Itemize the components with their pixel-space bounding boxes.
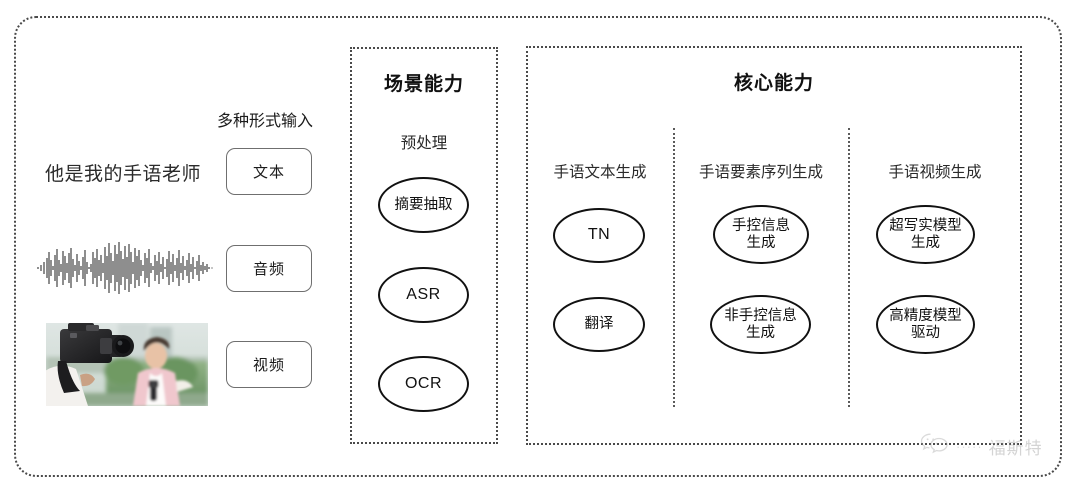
core-column-heading-video-generation: 手语视频生成 bbox=[888, 164, 982, 181]
watermark-leader-dots: ····· bbox=[956, 439, 983, 454]
scene-column-heading-preprocess: 预处理 bbox=[400, 135, 448, 152]
node-ocr[interactable]: OCR bbox=[378, 356, 469, 412]
node-tn-label: TN bbox=[587, 226, 611, 244]
video-thumbnail bbox=[46, 323, 208, 406]
outer-frame bbox=[14, 16, 1062, 477]
input-pill-video-label: 视频 bbox=[252, 357, 285, 374]
watermark-text: 福斯特 bbox=[988, 439, 1043, 458]
node-abstract-extraction[interactable]: 摘要抽取 bbox=[378, 177, 469, 233]
input-caption: 多种形式输入 bbox=[217, 113, 314, 130]
core-column-heading-text-generation: 手语文本生成 bbox=[553, 164, 647, 181]
core-divider-2 bbox=[848, 128, 850, 407]
node-asr-label: ASR bbox=[406, 285, 441, 303]
node-manual-signal-generation-label: 手控信息生成 bbox=[732, 217, 790, 251]
input-pill-text-label: 文本 bbox=[252, 164, 285, 181]
audio-waveform bbox=[36, 240, 216, 296]
core-capability-box: 核心能力 bbox=[526, 46, 1022, 445]
input-pill-text[interactable]: 文本 bbox=[226, 148, 312, 195]
wechat-logo-icon bbox=[920, 432, 950, 461]
node-nonmanual-signal-generation[interactable]: 非手控信息生成 bbox=[710, 295, 811, 354]
node-photoreal-model-generation[interactable]: 超写实模型生成 bbox=[876, 205, 975, 264]
node-translation-label: 翻译 bbox=[584, 316, 614, 333]
node-high-precision-model-drive-label: 高精度模型驱动 bbox=[889, 307, 962, 341]
input-pill-audio-label: 音频 bbox=[252, 261, 285, 278]
node-nonmanual-signal-generation-label: 非手控信息生成 bbox=[724, 307, 797, 341]
node-photoreal-model-generation-label: 超写实模型生成 bbox=[889, 217, 962, 251]
scene-capability-title: 场景能力 bbox=[383, 74, 464, 95]
node-tn[interactable]: TN bbox=[553, 208, 645, 263]
scene-capability-box: 场景能力 预处理 bbox=[350, 47, 498, 444]
node-abstract-extraction-label: 摘要抽取 bbox=[394, 196, 453, 213]
input-pill-video[interactable]: 视频 bbox=[226, 341, 312, 388]
watermark: ····· 福斯特 bbox=[920, 432, 1043, 461]
node-manual-signal-generation[interactable]: 手控信息生成 bbox=[713, 205, 809, 264]
node-high-precision-model-drive[interactable]: 高精度模型驱动 bbox=[876, 295, 975, 354]
input-pill-audio[interactable]: 音频 bbox=[226, 245, 312, 292]
core-capability-title: 核心能力 bbox=[733, 73, 814, 94]
node-asr[interactable]: ASR bbox=[378, 267, 469, 323]
sample-sentence-text: 他是我的手语老师 bbox=[45, 164, 202, 185]
node-ocr-label: OCR bbox=[404, 374, 443, 392]
node-translation[interactable]: 翻译 bbox=[553, 297, 645, 352]
core-divider-1 bbox=[673, 128, 675, 407]
core-column-heading-element-sequence: 手语要素序列生成 bbox=[698, 164, 823, 181]
